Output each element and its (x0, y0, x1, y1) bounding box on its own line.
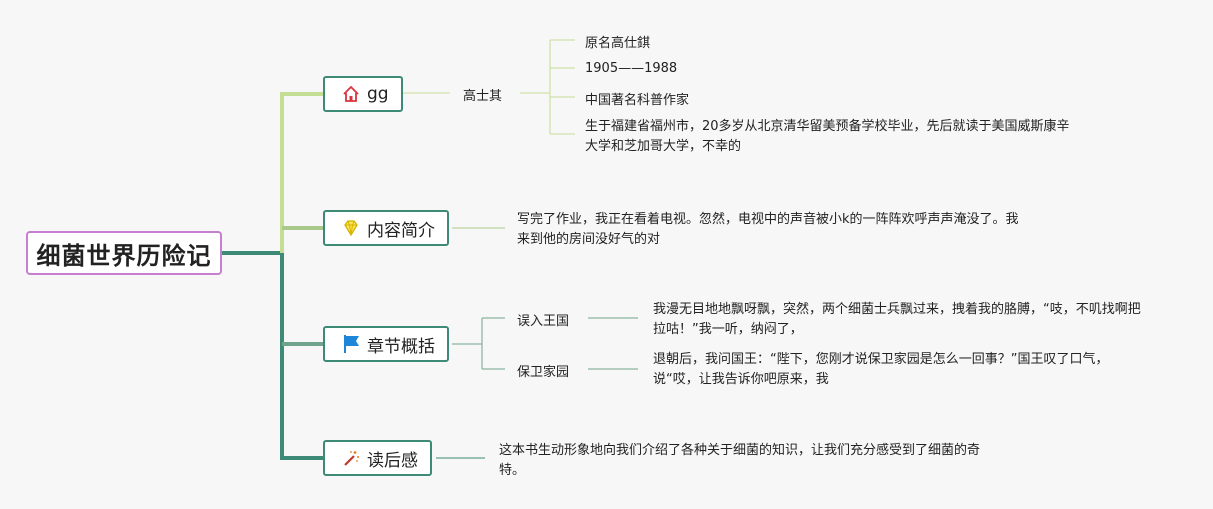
branch-topic-chapters[interactable]: 章节概括 (323, 326, 449, 362)
branch-label: 内容简介 (367, 220, 435, 241)
detail-item[interactable]: 原名高仕錤 (585, 36, 651, 51)
detail-item[interactable]: 1905——1988 (585, 61, 678, 76)
root-title: 细菌世界历险记 (36, 241, 212, 270)
branch-topic-gg[interactable]: gg (323, 76, 403, 112)
connector-branch-1 (280, 92, 323, 253)
magic-wand-icon (341, 448, 361, 468)
chapter-1-text[interactable]: 我漫无目地地飘呀飘，突然，两个细菌士兵飘过来，拽着我的胳膊，“吱，不叽找啊把拉咕… (653, 302, 1141, 337)
root-topic[interactable]: 细菌世界历险记 (26, 231, 222, 275)
diamond-icon (341, 218, 361, 238)
branch-topic-summary[interactable]: 内容简介 (323, 210, 449, 246)
summary-text[interactable]: 写完了作业，我正在看着电视。忽然，电视中的声音被小k的一阵阵欢呼声声淹没了。我来… (517, 212, 1019, 247)
reflection-text[interactable]: 这本书生动形象地向我们介绍了各种关于细菌的知识，让我们充分感受到了细菌的奇特。 (499, 443, 981, 478)
branch-label: 章节概括 (367, 336, 435, 357)
branch-topic-reflection[interactable]: 读后感 (323, 440, 432, 476)
branch-label: gg (367, 84, 389, 104)
subtopic-chapter-2[interactable]: 保卫家园 (517, 365, 570, 380)
detail-item[interactable]: 中国著名科普作家 (585, 93, 690, 108)
connector-branch-4 (280, 253, 323, 460)
detail-item[interactable]: 生于福建省福州市，20多岁从北京清华留美预备学校毕业，先后就读于美国威斯康辛大学… (585, 119, 1070, 154)
subtopic-chapter-1[interactable]: 误入王国 (517, 314, 570, 329)
subtopic-author[interactable]: 高士其 (463, 89, 503, 104)
home-icon (341, 84, 361, 104)
chapter-2-text[interactable]: 退朝后，我问国王：“陛下，您刚才说保卫家园是怎么一回事？”国王叹了口气，说“哎，… (653, 352, 1109, 387)
branch-label: 读后感 (367, 450, 418, 471)
flag-icon (341, 334, 361, 354)
